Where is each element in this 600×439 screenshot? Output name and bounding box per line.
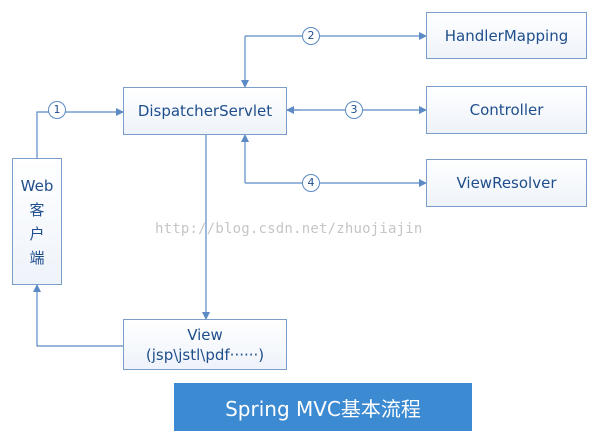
step-2-marker: 2 — [302, 27, 320, 45]
arrow-step1 — [36, 108, 124, 158]
watermark-url: http://blog.csdn.net/zhuojiajin — [155, 221, 423, 237]
dispatcher-servlet-box: DispatcherServlet — [123, 87, 287, 135]
step-3-marker: 3 — [345, 101, 363, 119]
arrow-view-to-client — [33, 284, 123, 347]
web-client-label-line3: 户 — [29, 224, 45, 243]
web-client-label-line2: 客 — [29, 200, 45, 219]
web-client-box: Web 客 户 端 — [12, 158, 62, 285]
web-client-label-line4: 端 — [29, 248, 45, 267]
diagram-title: Spring MVC基本流程 — [225, 396, 421, 421]
controller-label: Controller — [469, 101, 544, 119]
handler-mapping-box: HandlerMapping — [426, 12, 587, 59]
handler-mapping-label: HandlerMapping — [444, 26, 569, 45]
view-resolver-label: ViewResolver — [456, 174, 557, 192]
controller-box: Controller — [426, 86, 587, 134]
step-1-marker: 1 — [48, 101, 66, 119]
step-4-marker: 4 — [302, 174, 320, 192]
dispatcher-servlet-label: DispatcherServlet — [137, 102, 273, 120]
web-client-label-line1: Web — [20, 176, 54, 195]
view-label: View — [187, 325, 223, 344]
view-box: View (jsp\jstl\pdf······) — [123, 319, 287, 370]
view-resolver-box: ViewResolver — [426, 159, 587, 207]
view-types-label: (jsp\jstl\pdf······) — [145, 345, 265, 364]
diagram-title-bar: Spring MVC基本流程 — [174, 383, 472, 431]
